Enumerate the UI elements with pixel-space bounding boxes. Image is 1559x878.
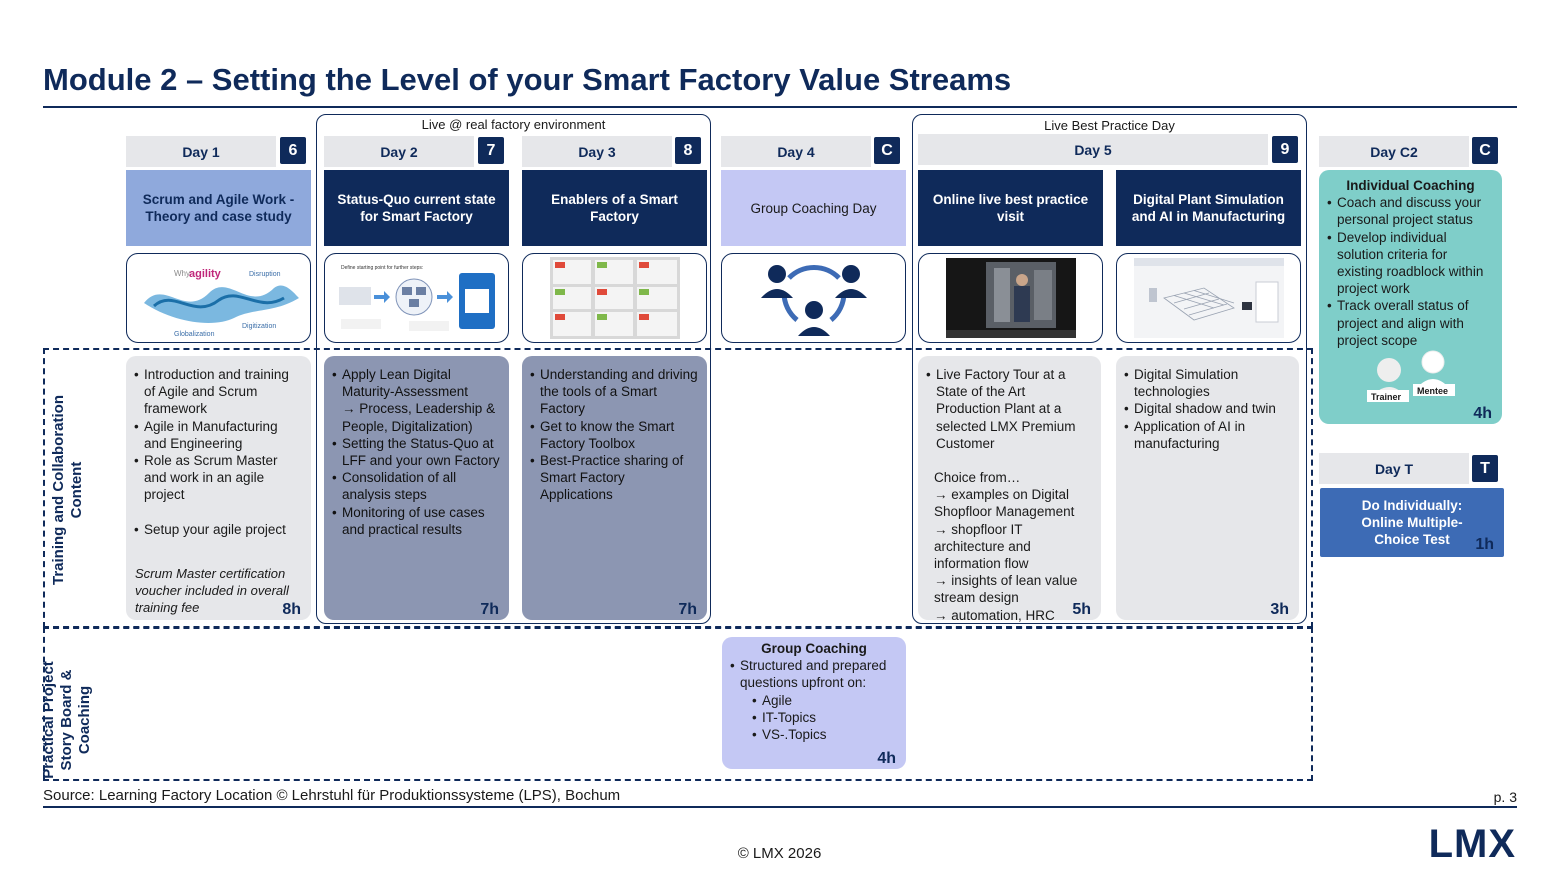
day-2-hours: 7h — [480, 600, 499, 618]
day-5-visit-hours: 5h — [1072, 600, 1091, 618]
c2-item: Track overall status of project and alig… — [1327, 297, 1494, 349]
day-5-badge: 9 — [1272, 136, 1298, 163]
group-coaching-icon — [721, 253, 906, 343]
day-5-choice: Choice from… — [934, 470, 1021, 486]
day-1-hours: 8h — [282, 600, 301, 618]
status-quo-image: Define starting point for further steps: — [324, 253, 509, 343]
day-5-sim-item: Digital shadow and twin — [1124, 400, 1291, 417]
day-t-header: Day T — [1319, 453, 1469, 484]
footer-divider — [43, 806, 1517, 808]
day-5-sim-hours: 3h — [1270, 600, 1289, 618]
day-3-badge: 8 — [675, 137, 701, 164]
agility-image: Why agility Disruption Globalization Dig… — [126, 253, 311, 343]
day-t-text: Do Individually: Online Multiple-Choice … — [1361, 498, 1463, 548]
day-3-item: Understanding and driving the tools of a… — [530, 366, 699, 418]
title-divider — [43, 106, 1517, 108]
day-t-badge: T — [1472, 455, 1498, 482]
practical-section-label: Practical Project Story Board & Coaching — [40, 661, 93, 779]
day-4-badge: C — [874, 137, 900, 164]
smart-factory-image — [522, 253, 707, 343]
lmx-logo: LMX — [1428, 822, 1516, 866]
globalization-text: Globalization — [174, 331, 215, 338]
live-factory-video-image — [918, 253, 1103, 343]
day-5-header: Day 5 — [918, 134, 1268, 165]
individual-coaching-title: Individual Coaching — [1346, 178, 1475, 193]
day-1-badge: 6 — [280, 137, 306, 164]
define-starting-point-text: Define starting point for further steps: — [341, 265, 423, 271]
plant-simulation-image — [1116, 253, 1301, 343]
training-section-label: Training and Collaboration Content — [50, 395, 85, 586]
group-coaching-item: Structured and prepared questions upfron… — [730, 657, 898, 691]
copyright: © LMX 2026 — [737, 845, 822, 862]
day-4-header: Day 4 — [721, 136, 871, 167]
day-t-test-box: Do Individually: Online Multiple-Choice … — [1320, 488, 1504, 557]
agility-text: agility — [189, 268, 222, 280]
day-5-choice-line: → examples on Digital Shopfloor Manageme… — [934, 487, 1075, 520]
group-coaching-title: Group Coaching — [761, 641, 867, 656]
day-3-item: Get to know the Smart Factory Toolbox — [530, 418, 699, 452]
day-3-header: Day 3 — [522, 136, 672, 167]
day-5-topic-online-visit: Online live best practice visit — [918, 170, 1103, 246]
group-coaching-hours: 4h — [877, 749, 896, 767]
day-1-item: Role as Scrum Master and work in an agil… — [134, 452, 303, 504]
day-c2-header: Day C2 — [1319, 136, 1469, 167]
c2-item: Develop individual solution criteria for… — [1327, 229, 1494, 298]
c2-item: Coach and discuss your personal project … — [1327, 194, 1494, 228]
day-2-header: Day 2 — [324, 136, 474, 167]
day-t-hours: 1h — [1475, 535, 1494, 553]
day-2-item: Setting the Status-Quo at LFF and your o… — [332, 435, 501, 469]
day-5-sim-item: Application of AI in manufacturing — [1124, 418, 1291, 452]
day-3-item: Best-Practice sharing of Smart Factory A… — [530, 452, 699, 504]
day-5-topic-simulation: Digital Plant Simulation and AI in Manuf… — [1116, 170, 1301, 246]
day-1-item: Setup your agile project — [134, 521, 303, 538]
day-1-note: Scrum Master certification voucher inclu… — [135, 566, 289, 616]
group-coaching-topic: IT-Topics — [752, 709, 898, 726]
digitization-text: Digitization — [242, 323, 276, 330]
agility-why-text: Why — [174, 269, 190, 278]
live-factory-label: Live @ real factory environment — [421, 117, 606, 132]
day-5-choice-line: → automation, HRC — [934, 607, 1055, 623]
live-factory-group — [316, 114, 711, 624]
day-3-hours: 7h — [678, 600, 697, 618]
day-3-topic: Enablers of a Smart Factory — [522, 170, 707, 246]
group-coaching-topic: VS-.Topics — [752, 726, 898, 743]
day-3-content: Understanding and driving the tools of a… — [522, 356, 707, 620]
day-5-choice-line: → shopfloor IT architecture and informat… — [934, 521, 1031, 572]
day-5-sim-item: Digital Simulation technologies — [1124, 366, 1291, 400]
day-1-content: Introduction and training of Agile and S… — [126, 356, 311, 620]
day-2-item: Monitoring of use cases and practical re… — [332, 504, 501, 538]
trainer-mentee-icon: Trainer Mentee — [1367, 350, 1455, 402]
best-practice-group — [912, 114, 1307, 624]
individual-coaching-box: Individual Coaching Coach and discuss yo… — [1319, 170, 1502, 424]
day-1-header: Day 1 — [126, 136, 276, 167]
day-1-item: Agile in Manufacturing and Engineering — [134, 418, 303, 452]
source-note: Source: Learning Factory Location © Lehr… — [43, 787, 621, 804]
day-1-topic: Scrum and Agile Work - Theory and case s… — [126, 170, 311, 246]
practical-section — [43, 627, 1313, 781]
page-title: Module 2 – Setting the Level of your Sma… — [43, 62, 1012, 97]
disruption-text: Disruption — [249, 271, 281, 278]
day-2-item: Consolidation of all analysis steps — [332, 469, 501, 503]
page-number: p. 3 — [1493, 789, 1517, 805]
day-2-topic: Status-Quo current state for Smart Facto… — [324, 170, 509, 246]
day-2-badge: 7 — [478, 137, 504, 164]
day-2-item: Apply Lean Digital Maturity-Assessment →… — [332, 366, 501, 435]
best-practice-label: Live Best Practice Day — [1044, 118, 1175, 133]
day-5-visit-item: Live Factory Tour at a State of the Art … — [926, 366, 1093, 452]
day-1-item: Introduction and training of Agile and S… — [134, 366, 303, 418]
day-5-online-visit-content: Live Factory Tour at a State of the Art … — [918, 356, 1101, 623]
mentee-label: Mentee — [1417, 386, 1448, 396]
group-coaching-box: Group Coaching Structured and prepared q… — [722, 637, 906, 769]
c2-hours: 4h — [1473, 404, 1492, 422]
trainer-label: Trainer — [1371, 392, 1402, 402]
day-c2-badge: C — [1472, 137, 1498, 164]
day-4-topic: Group Coaching Day — [721, 170, 906, 246]
day-5-simulation-content: Digital Simulation technologies Digital … — [1116, 356, 1299, 620]
day-5-choice-line: → insights of lean value stream design — [934, 573, 1078, 606]
day-2-content: Apply Lean Digital Maturity-Assessment →… — [324, 356, 509, 620]
group-coaching-topic: Agile — [752, 692, 898, 709]
